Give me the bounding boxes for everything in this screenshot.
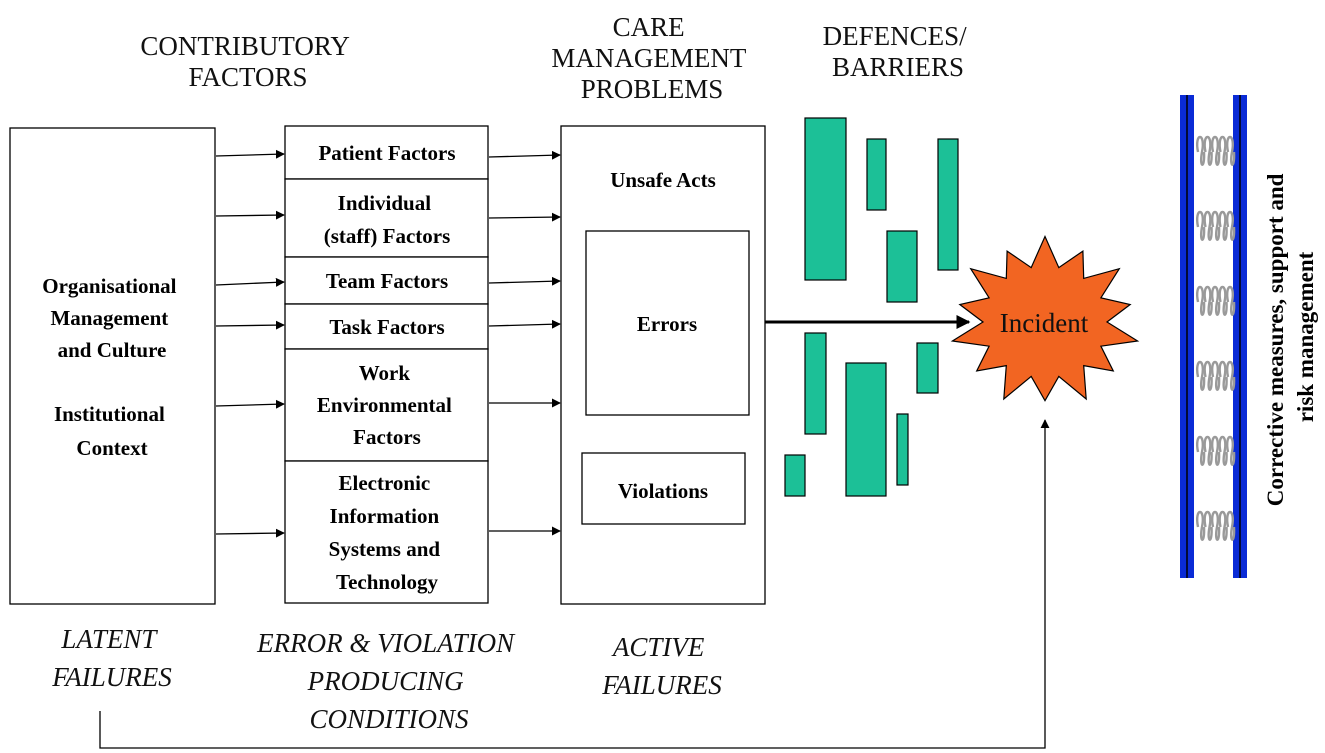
factor-label-work-environment: Work Environmental Factors xyxy=(317,361,457,449)
barrier-bar xyxy=(804,332,827,435)
spring-coil xyxy=(1225,360,1236,391)
spring-coil xyxy=(1210,210,1221,241)
barrier-bar xyxy=(784,454,806,497)
violations-box xyxy=(581,452,746,525)
corrective-measures-pillar xyxy=(1180,95,1247,578)
spring-coil xyxy=(1203,135,1213,166)
spring-coil xyxy=(1218,360,1228,391)
arrow xyxy=(488,150,561,160)
factor-box-team xyxy=(284,256,489,305)
spring-coil xyxy=(1225,210,1236,241)
errors-label: Errors xyxy=(637,312,697,336)
latent-failures-label: LATENT FAILURES xyxy=(51,624,172,692)
violations-label: Violations xyxy=(618,479,708,503)
header-contributory-line: CONTRIBUTORY xyxy=(140,31,349,61)
spring-coil xyxy=(1218,210,1228,241)
factor-label-task: Task Factors xyxy=(329,315,444,339)
header-contributory-factors: CONTRIBUTORY FACTORS xyxy=(140,31,355,92)
spring-coil xyxy=(1210,285,1221,316)
spring-coil xyxy=(1225,285,1236,316)
header-care-line: PROBLEMS xyxy=(581,74,724,104)
header-care-line: MANAGEMENT xyxy=(551,43,746,73)
spring-coil xyxy=(1195,135,1206,166)
arrow xyxy=(215,210,285,220)
factor-box-electronic-systems xyxy=(284,460,489,604)
header-care-line: CARE xyxy=(613,12,685,42)
barrier-bar xyxy=(916,342,939,394)
contributory-factors-stack xyxy=(284,125,489,604)
spring-coil xyxy=(1203,435,1213,466)
spring-coil xyxy=(1210,510,1221,541)
arrow xyxy=(488,319,561,329)
arrow xyxy=(215,149,285,159)
error-violation-conditions-label: ERROR & VIOLATION PRODUCING CONDITIONS xyxy=(256,628,521,734)
factor-label-individual: Individual (staff) Factors xyxy=(324,191,451,248)
header-defences-barriers: DEFENCES/ BARRIERS xyxy=(823,21,974,82)
barrier-bar xyxy=(896,413,909,486)
factor-box-task xyxy=(284,303,489,350)
spring-coil xyxy=(1210,360,1221,391)
spring-coil xyxy=(1195,510,1206,541)
active-failures-label: ACTIVE FAILURES xyxy=(601,632,722,700)
errors-box xyxy=(585,230,750,416)
spring-coil xyxy=(1195,435,1206,466)
feedback-loop-arrow xyxy=(99,419,1050,749)
incident-label: Incident xyxy=(1000,308,1089,338)
org-to-factor-arrows xyxy=(215,149,285,538)
factor-box-individual xyxy=(284,178,489,258)
spring-coil xyxy=(1195,360,1206,391)
header-defences-line: DEFENCES/ xyxy=(823,21,968,51)
spring-coil xyxy=(1225,135,1236,166)
factor-box-work-environment xyxy=(284,348,489,462)
factor-label-team: Team Factors xyxy=(326,269,448,293)
spring-coil xyxy=(1203,510,1213,541)
barrier-bar xyxy=(845,362,887,497)
spring-coil xyxy=(1218,135,1228,166)
spring-coil xyxy=(1210,435,1221,466)
arrow xyxy=(215,399,285,409)
arrow xyxy=(215,277,285,287)
spring-coil xyxy=(1195,285,1206,316)
factor-to-care-arrows xyxy=(488,150,561,536)
spring-coil xyxy=(1218,285,1228,316)
header-defences-line: BARRIERS xyxy=(832,52,964,82)
incident-starburst xyxy=(950,235,1140,402)
header-contributory-line: FACTORS xyxy=(188,62,307,92)
arrow xyxy=(215,320,285,330)
arrow xyxy=(488,276,561,286)
arrow xyxy=(215,528,285,538)
spring-coil xyxy=(1225,510,1236,541)
spring-coils xyxy=(1195,135,1236,541)
spring-coil xyxy=(1195,210,1206,241)
spring-coil xyxy=(1210,135,1221,166)
institutional-context-label: Institutional Context xyxy=(54,402,170,460)
spring-coil xyxy=(1218,435,1228,466)
organisational-box xyxy=(9,127,216,605)
arrow xyxy=(488,212,561,222)
unsafe-acts-label: Unsafe Acts xyxy=(610,168,716,192)
spring-coil xyxy=(1218,510,1228,541)
organisational-label: Organisational Management and Culture xyxy=(42,274,181,362)
header-care-management-problems: CARE MANAGEMENT PROBLEMS xyxy=(551,12,752,104)
defence-barriers xyxy=(784,117,959,497)
barrier-bar xyxy=(886,230,918,303)
spring-coil xyxy=(1203,210,1213,241)
corrective-measures-label: Corrective measures, support and risk ma… xyxy=(1263,168,1318,506)
barrier-bar xyxy=(866,138,887,211)
factor-label-electronic-systems: Electronic Information Systems and Techn… xyxy=(329,471,446,594)
spring-coil xyxy=(1203,285,1213,316)
spring-coil xyxy=(1203,360,1213,391)
barrier-bar xyxy=(804,117,847,281)
factor-label-patient: Patient Factors xyxy=(318,141,455,165)
barrier-bar xyxy=(937,138,959,271)
spring-coil xyxy=(1225,435,1236,466)
